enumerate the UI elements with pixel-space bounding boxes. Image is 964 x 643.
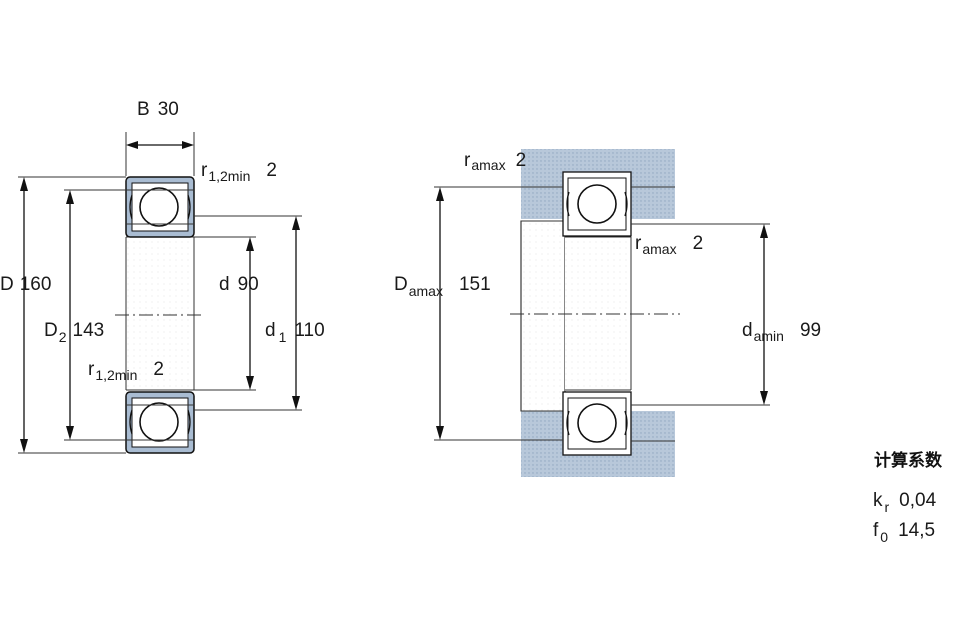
dim-d1 bbox=[194, 215, 302, 411]
dim-D2 bbox=[64, 189, 132, 441]
top-ring-section bbox=[125, 176, 195, 238]
dim-d bbox=[194, 236, 256, 391]
dim-da bbox=[631, 223, 770, 406]
dim-Da bbox=[434, 186, 563, 441]
right-mounting-section bbox=[510, 149, 680, 477]
left-bearing-section bbox=[115, 176, 205, 454]
dim-B bbox=[125, 132, 195, 176]
dim-D bbox=[18, 176, 126, 454]
bottom-ring-section bbox=[125, 391, 195, 454]
ball bbox=[139, 402, 179, 442]
ball bbox=[139, 187, 179, 227]
factors-heading: 计算系数 bbox=[874, 450, 943, 471]
